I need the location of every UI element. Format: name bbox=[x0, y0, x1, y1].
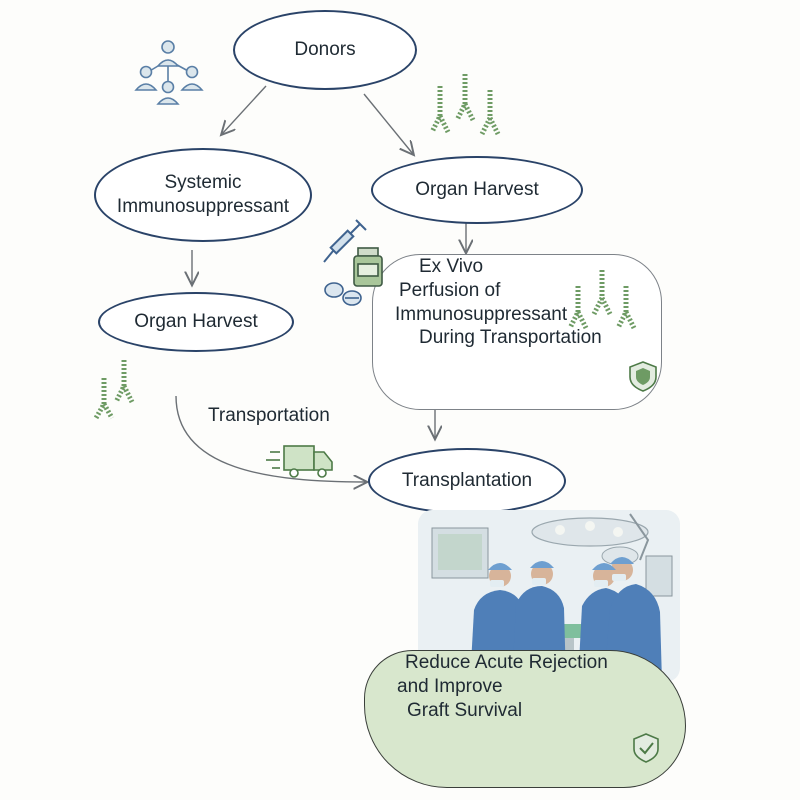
arrow-donors-to-systemic bbox=[222, 85, 267, 134]
delivery-truck-icon bbox=[266, 445, 333, 478]
arrow-transport-to-transplant bbox=[175, 395, 366, 482]
organ-harvest-left-label: Organ Harvest bbox=[134, 311, 258, 333]
pills-icon bbox=[324, 282, 362, 306]
systemic-label-line1: Systemic bbox=[164, 172, 242, 194]
organ-harvest-right-node: Organ Harvest bbox=[371, 156, 583, 224]
trachea-lung-icon-exvivo bbox=[567, 270, 637, 330]
transplantation-node: Transplantation bbox=[368, 448, 566, 514]
organ-harvest-left-node: Organ Harvest bbox=[98, 292, 294, 352]
shield-icon-outcome bbox=[633, 733, 659, 763]
ex-vivo-line1: Ex Vivo bbox=[419, 256, 484, 277]
outcome-line1: Reduce Acute Rejection bbox=[405, 652, 608, 673]
syringe-icon bbox=[323, 219, 367, 263]
shield-icon-exvivo bbox=[629, 361, 657, 392]
trachea-lung-icon-left bbox=[93, 360, 135, 420]
donors-label: Donors bbox=[294, 39, 356, 61]
systemic-label-line2: Immunosuppressant bbox=[116, 196, 290, 217]
transportation-label: Transportation bbox=[208, 405, 330, 426]
outcome-node: Reduce Acute Rejection and Improve Graft… bbox=[364, 650, 686, 788]
outcome-line2: and Improve bbox=[397, 675, 503, 697]
people-network-icon bbox=[134, 40, 204, 105]
ex-vivo-line2: Perfusion of bbox=[399, 279, 501, 301]
organ-harvest-right-label: Organ Harvest bbox=[415, 179, 539, 201]
ex-vivo-perfusion-node: Ex Vivo Perfusion of Immunosuppressant D… bbox=[372, 254, 662, 410]
arrow-donors-to-harvest bbox=[363, 93, 413, 154]
systemic-immunosuppressant-node: Systemic Immunosuppressant bbox=[94, 148, 312, 242]
outcome-line3: Graft Survival bbox=[407, 699, 523, 721]
transplantation-label: Transplantation bbox=[401, 470, 533, 492]
ex-vivo-line3: Immunosuppressant bbox=[395, 303, 568, 325]
trachea-lung-icon-top bbox=[429, 74, 501, 136]
ex-vivo-line4: During Transportation bbox=[419, 327, 602, 349]
donors-node: Donors bbox=[233, 10, 417, 90]
medicine-vial-icon bbox=[353, 247, 383, 287]
